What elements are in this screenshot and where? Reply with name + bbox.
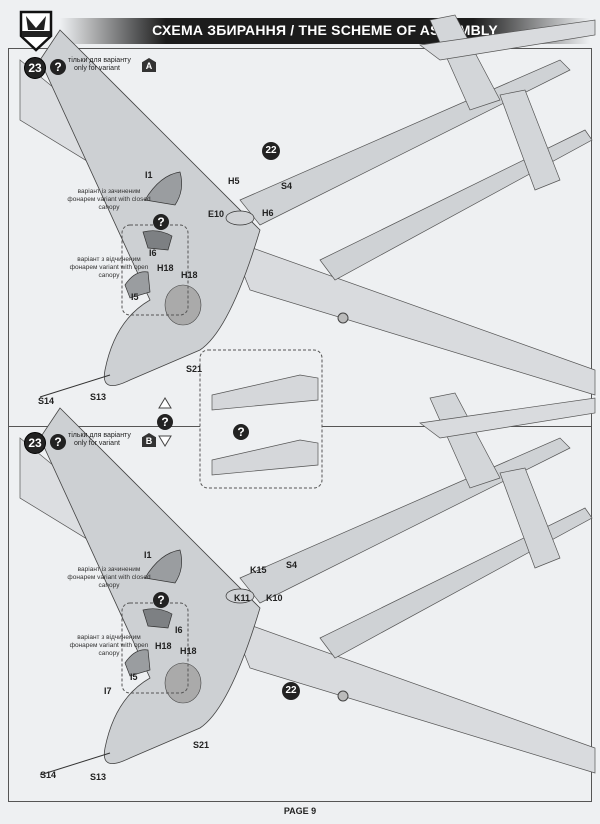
part-label: S13 [90, 772, 107, 782]
part-label: I7 [104, 686, 112, 696]
part-label: K10 [266, 593, 283, 603]
question-icon: ? [50, 434, 66, 450]
step-number: 23 [24, 432, 46, 454]
part-label: H18 [180, 646, 197, 656]
closed-canopy-note: варіант із зачиненим фонарем variant wit… [67, 566, 151, 589]
variant-badge: A [142, 58, 156, 72]
part-label: I1 [145, 170, 153, 180]
part-label: H6 [262, 208, 274, 218]
variant-label-en: only for variant [74, 440, 120, 447]
open-canopy-note: варіант з відчиненим фонарем variant wit… [69, 634, 149, 657]
part-label: I6 [149, 248, 157, 258]
step-number: 23 [24, 57, 46, 79]
page-title: СХЕМА ЗБИРАННЯ / THE SCHEME OF ASSEMBLY [152, 22, 498, 38]
variant-label-ua: тільки для варіанту [68, 57, 131, 64]
page-number: PAGE 9 [283, 806, 317, 816]
modelsvit-logo [19, 10, 53, 52]
part-label: S13 [90, 392, 107, 402]
part-label: I5 [130, 672, 138, 682]
closed-canopy-note: варіант із зачиненим фонарем variant wit… [67, 188, 151, 211]
sub-step-number: 22 [262, 142, 280, 160]
part-label: K15 [250, 565, 267, 575]
part-label: H18 [181, 270, 198, 280]
part-label: E10 [208, 209, 225, 219]
part-label: S14 [38, 396, 55, 406]
question-icon: ? [157, 414, 173, 430]
question-icon: ? [50, 59, 66, 75]
part-label: S21 [186, 364, 203, 374]
variant-label-ua: тільки для варіанту [68, 432, 131, 439]
part-label: H18 [157, 263, 174, 273]
question-icon: ? [153, 592, 169, 608]
variant-badge: B [142, 433, 156, 447]
part-label: S21 [193, 740, 210, 750]
question-icon: ? [153, 214, 169, 230]
part-label: S4 [281, 181, 293, 191]
part-label: K11 [234, 593, 251, 603]
variant-label-en: only for variant [74, 65, 120, 72]
part-label: H18 [155, 641, 172, 651]
question-icon: ? [233, 424, 249, 440]
part-label: I5 [131, 292, 139, 302]
sub-step-number: 22 [282, 682, 300, 700]
part-label: S4 [286, 560, 298, 570]
page-frame [8, 48, 592, 802]
open-canopy-note: варіант з відчиненим фонарем variant wit… [69, 256, 149, 279]
part-label: H5 [228, 176, 240, 186]
part-label: S14 [40, 770, 57, 780]
part-label: I6 [175, 625, 183, 635]
part-label: I1 [144, 550, 152, 560]
